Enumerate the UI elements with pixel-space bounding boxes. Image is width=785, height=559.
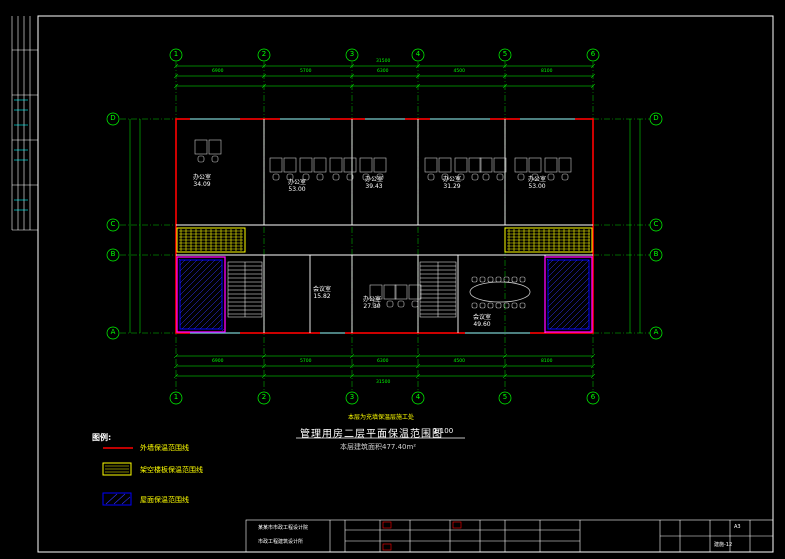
grid-bubble [257, 391, 271, 405]
grid-vertical-lines [175, 62, 594, 390]
title-block-company: 某某市市政工程设计院 [258, 525, 309, 531]
grid-label-column: 4 [415, 50, 421, 58]
grid-label-column: 5 [502, 50, 508, 58]
legend-swatches [102, 447, 133, 506]
grid-bubble [498, 391, 512, 405]
dimension-bay-top: 8100 [541, 69, 553, 74]
grid-bubble [106, 326, 120, 340]
title-block-drawing-no: 建施-12 [714, 542, 733, 548]
grid-bubble [586, 391, 600, 405]
floor-area-note: 本层建筑面积477.40m² [340, 443, 417, 451]
grid-bubble [169, 48, 183, 62]
dimension-total-bottom: 31500 [376, 380, 391, 385]
conference-table [469, 281, 531, 303]
grid-label-column: 3 [349, 50, 355, 58]
grid-label-column: 3 [349, 393, 355, 401]
grid-label-row: A [653, 328, 659, 336]
grid-label-column: 2 [261, 50, 267, 58]
legend-label-exterior-wall: 外墙保温范围线 [140, 444, 189, 452]
grid-label-row: C [110, 220, 116, 228]
grid-bubble [411, 391, 425, 405]
window-marks [190, 118, 575, 334]
yellow-hatch [179, 229, 590, 251]
grid-label-column: 6 [590, 393, 596, 401]
grid-bubble [106, 248, 120, 262]
legend-heading: 图例: [92, 433, 112, 442]
grid-bubble [498, 48, 512, 62]
grid-label-row: C [653, 220, 659, 228]
blue-hatch [178, 258, 593, 333]
dimension-bay-bottom: 4500 [453, 359, 465, 364]
grid-horizontal-lines [120, 118, 650, 334]
title-block-sheet: A3 [734, 524, 741, 530]
drawing-scale: 1:100 [433, 427, 454, 435]
grid-bubble [257, 48, 271, 62]
dimension-bay-top: 5700 [300, 69, 312, 74]
title-block-dept: 市政工程建筑设计所 [258, 539, 304, 545]
title-block [245, 519, 774, 553]
grid-bubble [586, 48, 600, 62]
grid-label-row: B [110, 250, 116, 258]
dimension-bay-bottom: 6300 [377, 359, 389, 364]
dimension-bay-bottom: 8100 [541, 359, 553, 364]
dimension-ticks [173, 63, 596, 379]
grid-bubbles [106, 48, 663, 405]
roof-insulation-zones [176, 256, 593, 333]
grid-bubble [345, 48, 359, 62]
grid-label-column: 4 [415, 393, 421, 401]
binding-strip [11, 16, 38, 231]
stairs [227, 261, 457, 318]
dimension-bay-top: 4500 [453, 69, 465, 74]
grid-label-row: D [110, 114, 116, 122]
grid-bubble [649, 218, 663, 232]
binding-strip-cyan [14, 99, 28, 211]
grid-bubble [106, 112, 120, 126]
dimension-bay-bottom: 6900 [212, 359, 224, 364]
grid-label-column: 6 [590, 50, 596, 58]
grid-bubble [106, 218, 120, 232]
dimension-bay-top: 6300 [377, 69, 389, 74]
floor-insulation-zones [176, 227, 593, 253]
office-furniture [194, 139, 572, 309]
grid-bubble [411, 48, 425, 62]
grid-bubble [649, 112, 663, 126]
legend-label-floor: 架空楼板保温范围线 [140, 466, 203, 474]
grid-bubble [649, 326, 663, 340]
dimension-bay-top: 6900 [212, 69, 224, 74]
top-note: 本层为充填保温层施工处 [348, 414, 415, 421]
grid-label-row: B [653, 250, 659, 258]
grid-label-column: 1 [173, 393, 179, 401]
dimension-total-top: 31500 [376, 59, 391, 64]
grid-label-row: D [653, 114, 659, 122]
grid-label-column: 1 [173, 50, 179, 58]
grid-label-column: 2 [261, 393, 267, 401]
legend-label-roof: 屋面保温范围线 [140, 496, 189, 504]
grid-label-column: 5 [502, 393, 508, 401]
title-block-red-cells [382, 521, 462, 551]
exterior-walls [175, 118, 594, 334]
dimension-lines [129, 65, 641, 377]
drawing-title: 管理用房二层平面保温范围图 [300, 429, 443, 440]
grid-bubble [649, 248, 663, 262]
dimension-bay-bottom: 5700 [300, 359, 312, 364]
grid-bubble [345, 391, 359, 405]
grid-label-row: A [110, 328, 116, 336]
grid-bubble [169, 391, 183, 405]
interior-walls [176, 119, 593, 333]
